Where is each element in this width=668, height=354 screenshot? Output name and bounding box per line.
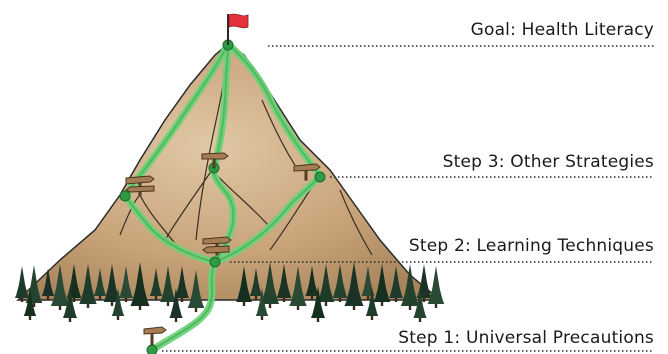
pine-tree [428,266,445,308]
goal-label: Goal: Health Literacy [471,20,654,40]
step1-label: Step 1: Universal Precautions [398,328,654,348]
step2-label: Step 2: Learning Techniques [409,236,654,256]
pine-tree [15,266,29,302]
step3-label: Step 3: Other Strategies [443,152,654,172]
